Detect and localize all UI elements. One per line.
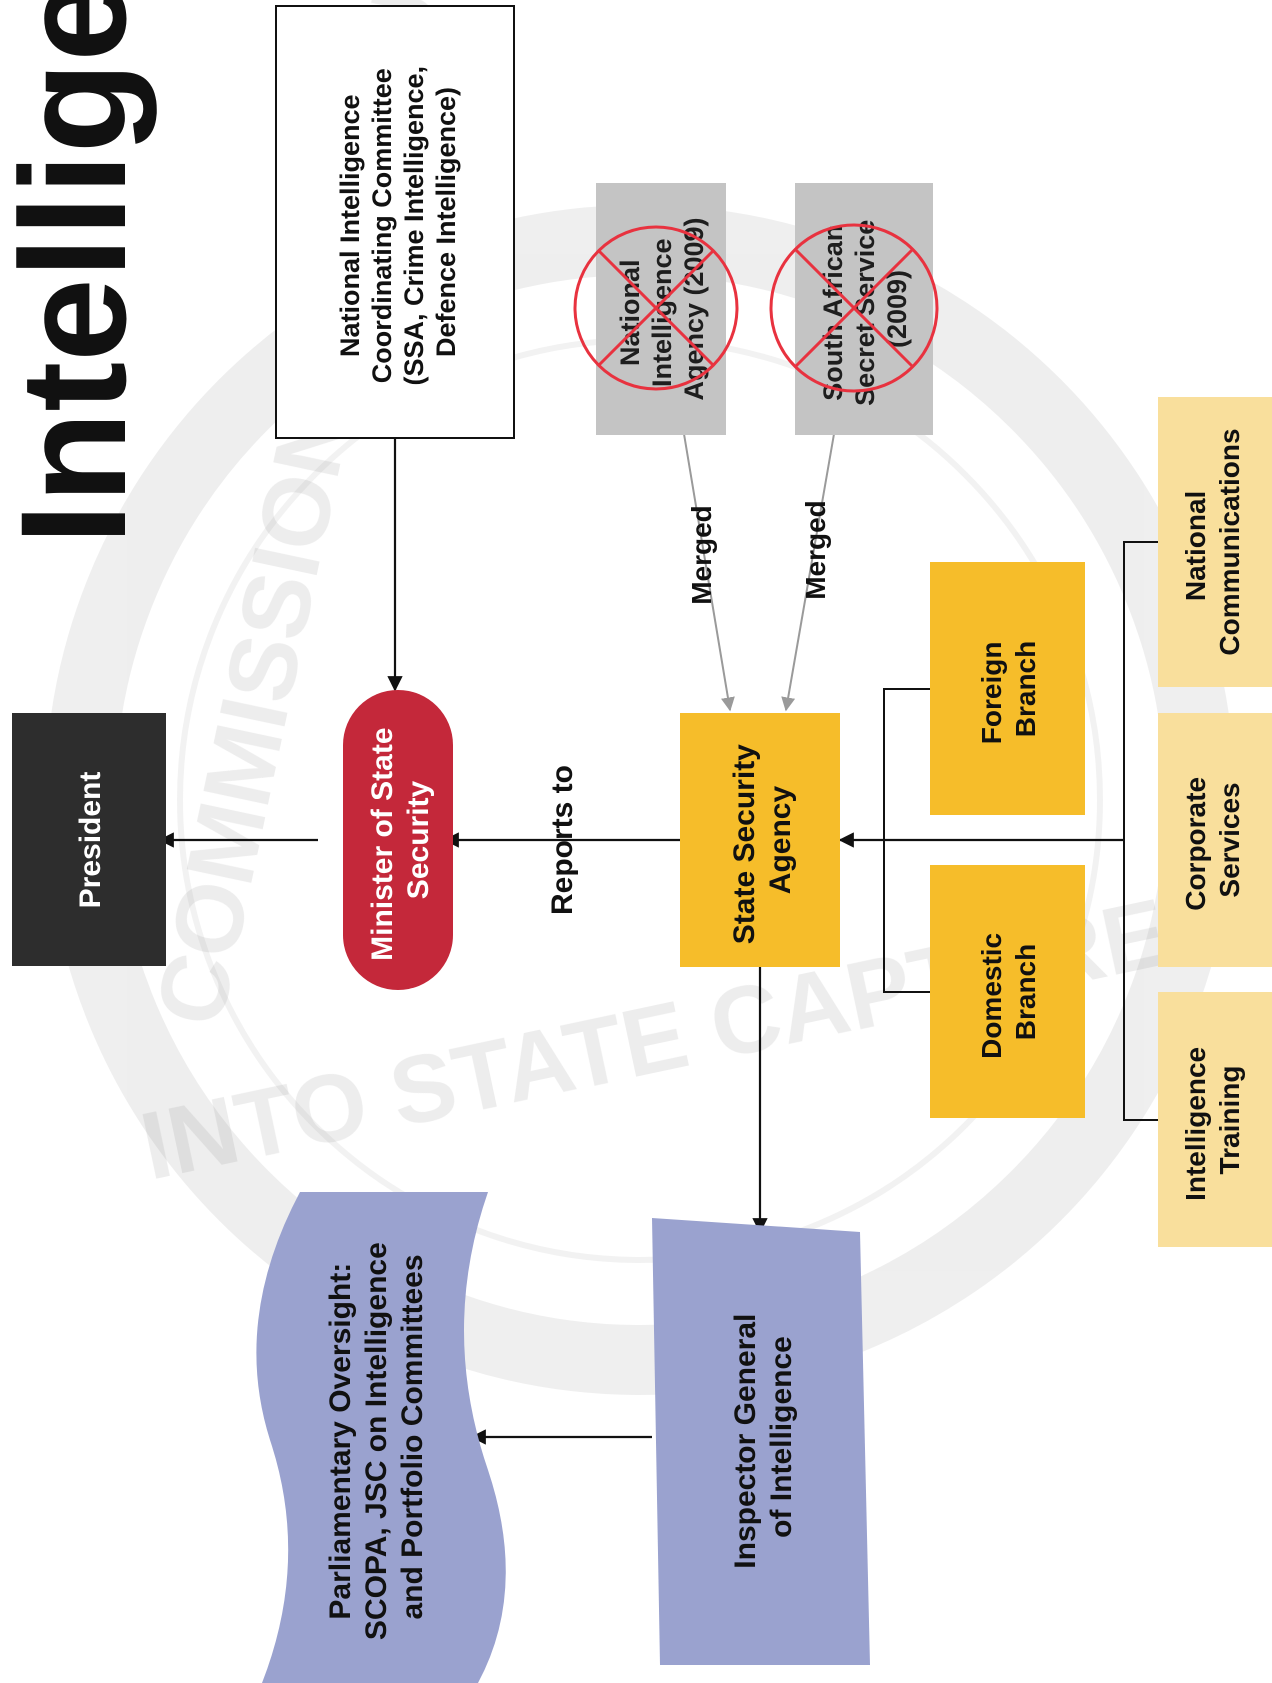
intelligence-training-node: Intelligence Training — [1158, 992, 1272, 1247]
corporate-services-node: Corporate Services — [1158, 713, 1272, 967]
merged-label-sass: Merged — [800, 500, 831, 600]
bracket-branches — [883, 688, 930, 993]
connectors — [158, 433, 1158, 1445]
page-title: Intelligen — [0, 0, 157, 545]
domestic-label-line-2: Branch — [1010, 944, 1041, 1040]
edge-sass-merged — [781, 433, 835, 712]
svg-text:Domestic Branch: Domestic Branch — [976, 925, 1041, 1059]
national-communications-node: National Communications — [1158, 397, 1272, 687]
svg-text:South African Secret S: South African Secret Service (2009) — [818, 212, 912, 406]
nicoc-label-line-2: Coordinating Committee — [367, 68, 397, 383]
minister-label-line-2: Security — [402, 780, 435, 899]
igi-label-line-1: Inspector General — [729, 1314, 762, 1569]
president-node: President — [12, 713, 166, 966]
nicoc-node: National Intelligence Coordinating Commi… — [275, 5, 515, 439]
nicoc-label-line-4: Defence Intelligence) — [431, 87, 461, 357]
ssa-label-line-2: Agency — [764, 786, 797, 895]
minister-node: Minister of State Security — [343, 690, 453, 990]
training-label-line-2: Training — [1214, 1066, 1245, 1175]
corporate-label-line-2: Services — [1214, 782, 1245, 897]
foreign-label-line-1: Foreign — [976, 642, 1007, 745]
sass-label-line-3: (2009) — [882, 270, 912, 348]
svg-text:Corporate Services: Corporate Services — [1180, 769, 1245, 911]
president-label: President — [74, 772, 107, 909]
parliament-label-line-2: SCOPA, JSC on Intelligence — [360, 1242, 393, 1640]
natcomms-label-line-1: National — [1180, 491, 1211, 601]
svg-text:Parliamentary Oversight:: Parliamentary Oversight: SCOPA, JSC on I… — [324, 1234, 429, 1640]
domestic-label-line-1: Domestic — [976, 933, 1007, 1059]
nia-node: National Intelligence Agency (2009) — [573, 183, 739, 435]
foreign-label-line-2: Branch — [1010, 641, 1041, 737]
nia-label-line-3: Agency (2009) — [679, 217, 709, 400]
dissolved-cross-icon — [573, 225, 739, 391]
ssa-node: State Security Agency — [680, 713, 840, 967]
domestic-branch-node: Domestic Branch — [930, 865, 1085, 1118]
minister-label-line-1: Minister of State — [366, 727, 399, 960]
foreign-branch-node: Foreign Branch — [930, 562, 1085, 815]
nia-label-line-1: National — [615, 260, 645, 367]
nicoc-label-line-1: National Intelligence — [335, 94, 365, 357]
svg-text:National Intelligence: National Intelligence Coordinating Commi… — [335, 58, 461, 385]
svg-text:Minister of State Secu: Minister of State Security — [366, 719, 435, 961]
bracket-divisions — [1123, 541, 1158, 1121]
parliament-label-line-3: and Portfolio Committees — [396, 1254, 429, 1619]
igi-label-line-2: of Intelligence — [765, 1336, 798, 1538]
corporate-label-line-1: Corporate — [1180, 777, 1211, 911]
edge-nia-merged — [683, 433, 735, 712]
parliament-label-line-1: Parliamentary Oversight: — [324, 1263, 357, 1620]
svg-text:Intelligence Training: Intelligence Training — [1180, 1039, 1245, 1201]
training-label-line-1: Intelligence — [1180, 1047, 1211, 1201]
sass-node: South African Secret Service (2009) — [769, 183, 939, 435]
ssa-label-line-1: State Security — [728, 744, 761, 944]
dissolved-cross-icon — [769, 223, 939, 393]
reports-to-label: Reports to — [546, 765, 579, 915]
nicoc-label-line-3: (SSA, Crime Intelligence, — [399, 66, 429, 386]
svg-text:Inspector General of I: Inspector General of Intelligence — [729, 1305, 798, 1568]
natcomms-label-line-2: Communications — [1214, 428, 1245, 655]
svg-text:Foreign Branch: Foreign Branch — [976, 634, 1041, 744]
parliamentary-oversight-node: Parliamentary Oversight: SCOPA, JSC on I… — [256, 1192, 506, 1683]
merged-label-nia: Merged — [686, 505, 717, 605]
inspector-general-node: Inspector General of Intelligence — [652, 1218, 870, 1665]
sass-label-line-2: Secret Service — [850, 220, 880, 406]
sass-label-line-1: South African — [818, 225, 848, 401]
svg-text:State Security Agency: State Security Agency — [728, 736, 797, 944]
svg-text:National Communication: National Communications — [1180, 428, 1245, 655]
